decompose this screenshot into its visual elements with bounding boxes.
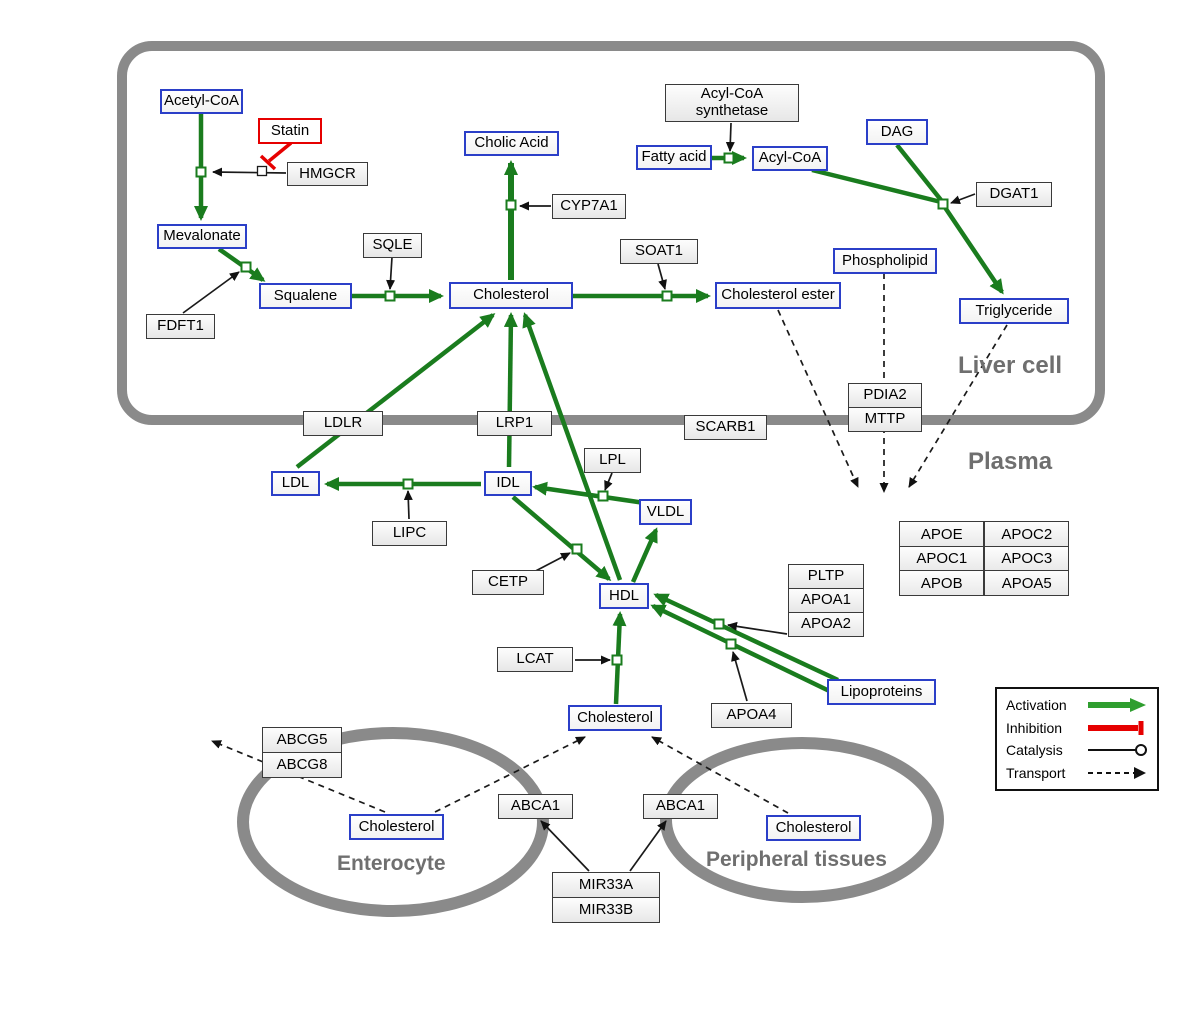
node-hmgcr[interactable]: HMGCR [287, 162, 368, 186]
node-mir33a[interactable]: MIR33A [552, 872, 660, 898]
legend-transport-row: Transport [1006, 762, 1148, 784]
node-lcat[interactable]: LCAT [497, 647, 573, 672]
node-sqle[interactable]: SQLE [363, 233, 422, 258]
node-vldl[interactable]: VLDL [639, 499, 692, 525]
enterocyte-label: Enterocyte [337, 852, 446, 875]
node-hdl[interactable]: HDL [599, 583, 649, 609]
node-apoa4[interactable]: APOA4 [711, 703, 792, 728]
node-abcg8[interactable]: ABCG8 [262, 752, 342, 778]
node-dag[interactable]: DAG [866, 119, 928, 145]
legend-activation-label: Activation [1006, 697, 1067, 714]
legend-catalysis-row: Catalysis [1006, 739, 1148, 761]
node-cetp[interactable]: CETP [472, 570, 544, 595]
node-lipc[interactable]: LIPC [372, 521, 447, 546]
node-lpl[interactable]: LPL [584, 448, 641, 473]
node-ldl[interactable]: LDL [271, 471, 320, 496]
catalysis-edges [182, 122, 976, 872]
legend-transport-label: Transport [1006, 764, 1066, 781]
catalysis-circle-icon [1088, 744, 1147, 757]
apolipoprotein-table: APOE APOC2 APOC1 APOC3 APOB APOA5 [899, 521, 1070, 597]
node-scarb1[interactable]: SCARB1 [684, 415, 767, 440]
node-cholesterol-enterocyte[interactable]: Cholesterol [349, 814, 444, 840]
transport-arrow-icon [1088, 766, 1146, 779]
node-acetyl-coa[interactable]: Acetyl-CoA [160, 89, 243, 114]
node-cyp7a1[interactable]: CYP7A1 [552, 194, 626, 219]
node-cholesterol-plasma[interactable]: Cholesterol [568, 705, 662, 731]
apo-cell[interactable]: APOA5 [984, 570, 1070, 597]
activation-edges [194, 114, 1004, 705]
reaction-node-squares [195, 152, 949, 666]
node-statin[interactable]: Statin [258, 118, 322, 144]
apo-cell[interactable]: APOC3 [984, 545, 1070, 572]
inhibition-bar-icon [1088, 720, 1144, 735]
node-ldlr[interactable]: LDLR [303, 411, 383, 436]
node-mevalonate[interactable]: Mevalonate [157, 224, 247, 249]
node-cholesterol-peripheral[interactable]: Cholesterol [766, 815, 861, 841]
node-abca1-left[interactable]: ABCA1 [498, 794, 573, 819]
node-fdft1[interactable]: FDFT1 [146, 314, 215, 339]
peripheral-tissues-label: Peripheral tissues [706, 848, 887, 871]
node-cholesterol-liver[interactable]: Cholesterol [449, 282, 573, 309]
liver-cell-outline [117, 41, 1105, 425]
node-triglyceride[interactable]: Triglyceride [959, 298, 1069, 324]
legend: Activation Inhibition Catalysis Transpor… [995, 687, 1159, 791]
legend-catalysis-label: Catalysis [1006, 742, 1063, 759]
apo-cell[interactable]: APOE [899, 521, 985, 548]
activation-arrow-icon [1088, 698, 1146, 713]
node-mir33b[interactable]: MIR33B [552, 897, 660, 923]
node-cholic-acid[interactable]: Cholic Acid [464, 131, 559, 156]
node-acyl-coa-synthetase[interactable]: Acyl-CoA synthetase [665, 84, 799, 122]
node-pdia2[interactable]: PDIA2 [848, 383, 922, 408]
plasma-label: Plasma [968, 448, 1053, 475]
node-abca1-right[interactable]: ABCA1 [643, 794, 718, 819]
node-mttp[interactable]: MTTP [848, 407, 922, 432]
apo-cell[interactable]: APOC2 [984, 521, 1070, 548]
legend-inhibition-label: Inhibition [1006, 719, 1063, 736]
node-apoa2[interactable]: APOA2 [788, 612, 864, 637]
node-apoa1[interactable]: APOA1 [788, 588, 864, 613]
legend-activation-row: Activation [1006, 694, 1148, 716]
node-cholesterol-ester[interactable]: Cholesterol ester [715, 282, 841, 309]
node-lipoproteins[interactable]: Lipoproteins [827, 679, 936, 705]
apo-cell[interactable]: APOB [899, 570, 985, 597]
node-pltp[interactable]: PLTP [788, 564, 864, 589]
inhibition-edge [259, 141, 293, 171]
peripheral-tissues-outline [660, 737, 944, 903]
node-idl[interactable]: IDL [484, 471, 532, 496]
legend-inhibition-row: Inhibition [1006, 717, 1148, 739]
node-lrp1[interactable]: LRP1 [477, 411, 552, 436]
node-fatty-acid[interactable]: Fatty acid [636, 145, 712, 170]
node-acyl-coa[interactable]: Acyl-CoA [752, 146, 828, 171]
node-squalene[interactable]: Squalene [259, 283, 352, 309]
node-abcg5[interactable]: ABCG5 [262, 727, 342, 753]
node-phospholipid[interactable]: Phospholipid [833, 248, 937, 274]
liver-cell-label: Liver cell [958, 352, 1063, 379]
apo-cell[interactable]: APOC1 [899, 545, 985, 572]
node-dgat1[interactable]: DGAT1 [976, 182, 1052, 207]
node-soat1[interactable]: SOAT1 [620, 239, 698, 264]
